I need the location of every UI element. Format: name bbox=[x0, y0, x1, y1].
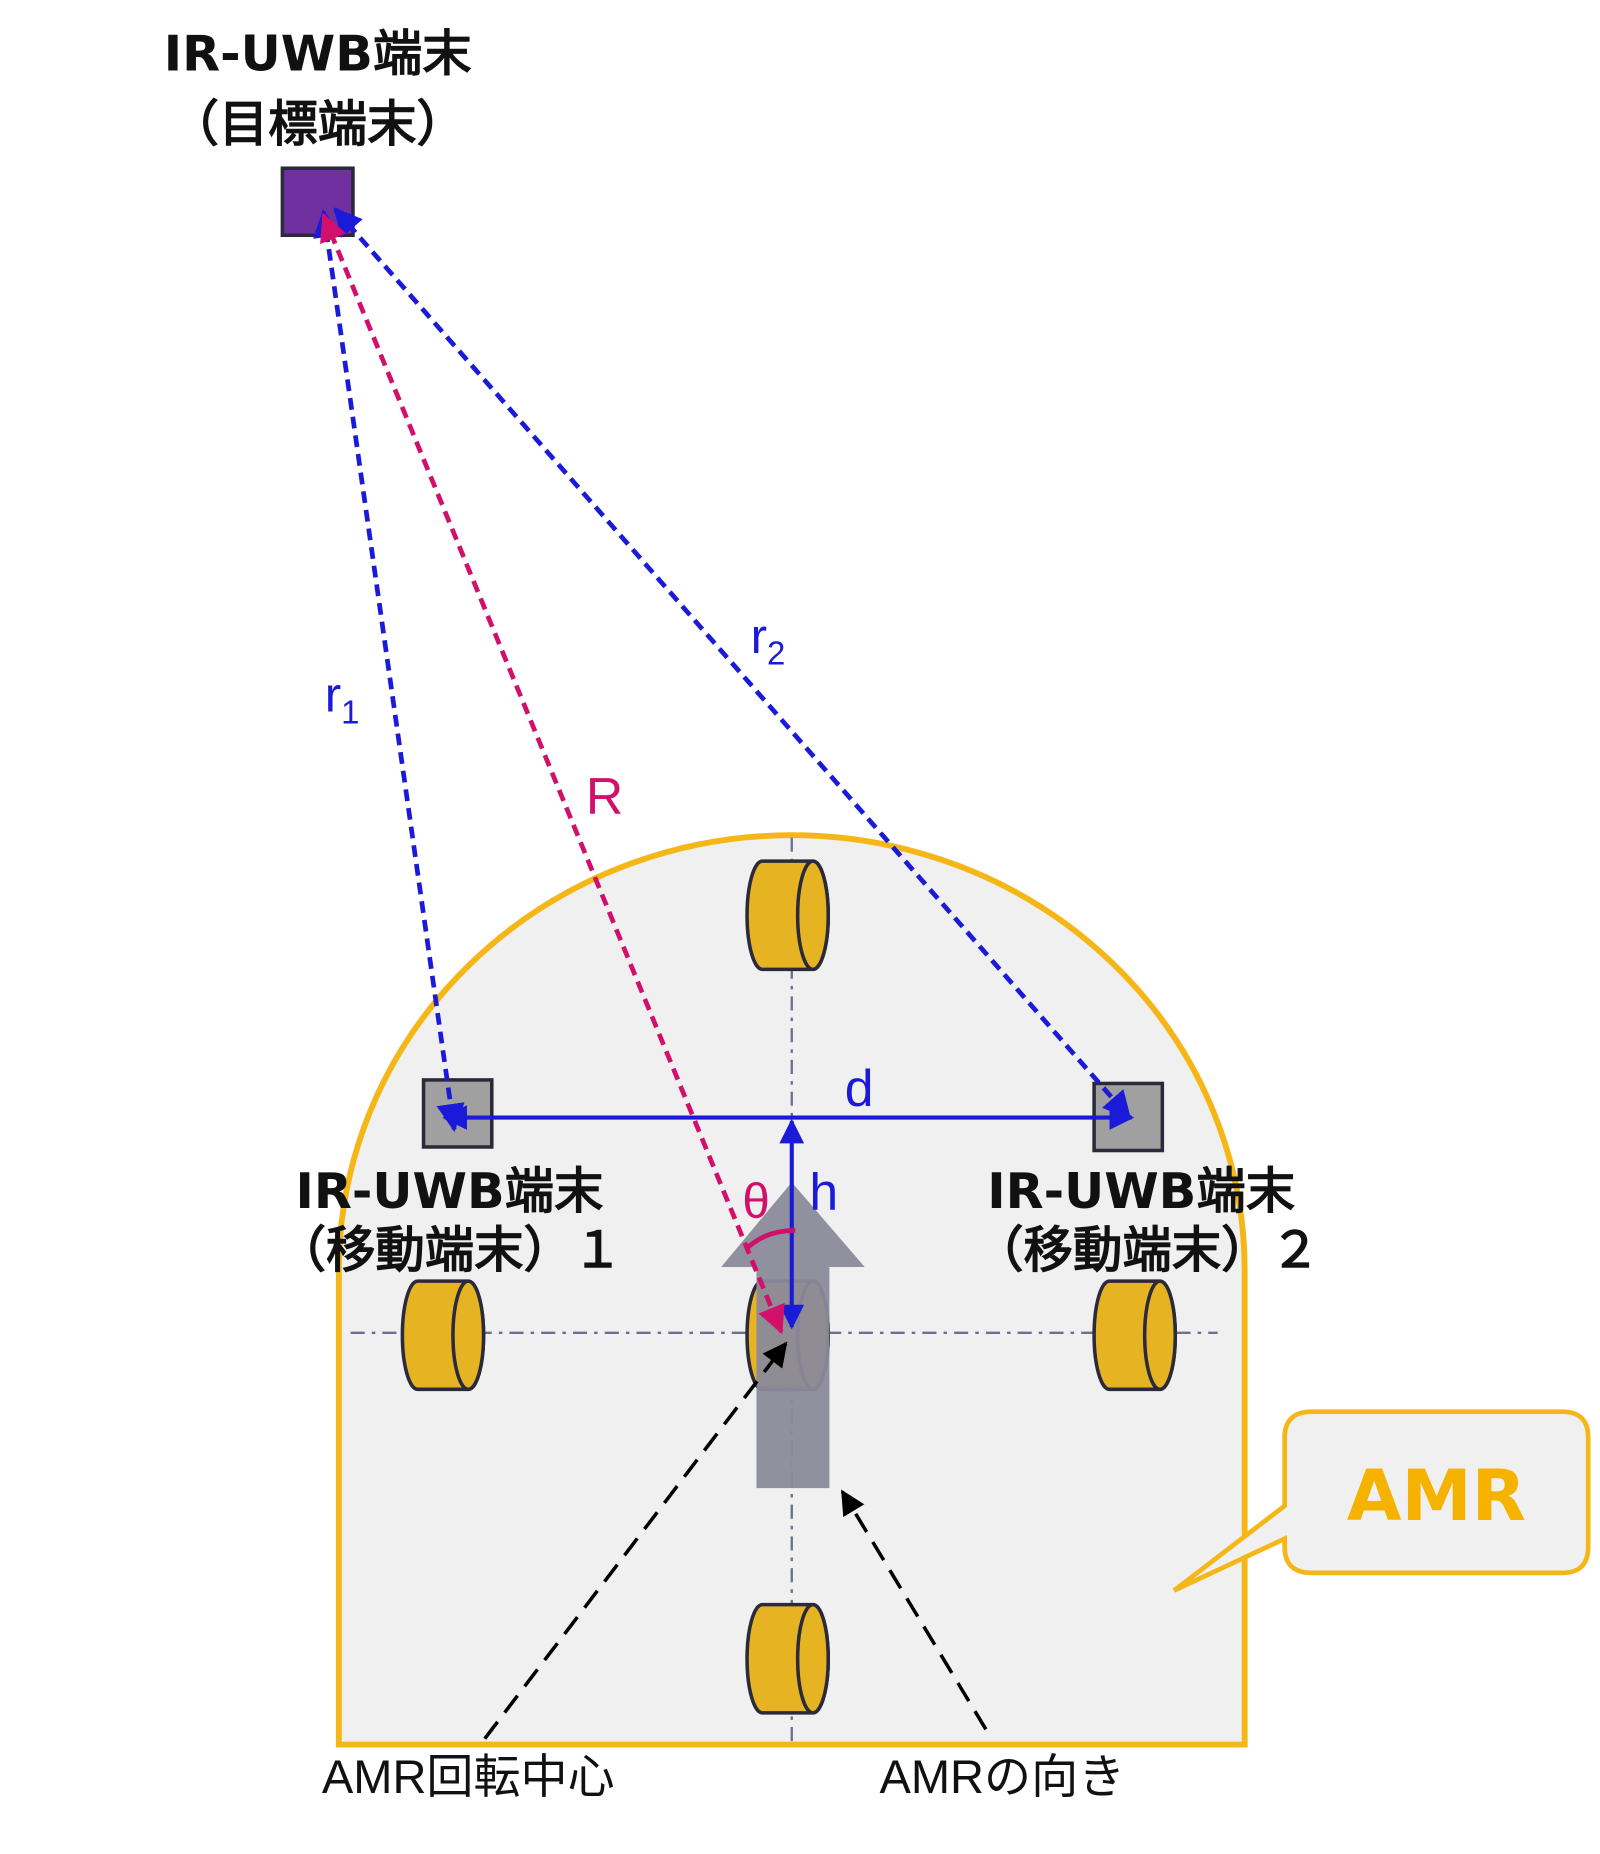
mobile2-title: IR-UWB端末 bbox=[987, 1162, 1296, 1220]
mobile-terminal-1 bbox=[421, 1078, 494, 1149]
R-label: R bbox=[586, 767, 623, 825]
direction-pointer bbox=[840, 1489, 988, 1731]
wheel-right bbox=[1092, 1279, 1178, 1392]
direction-label: AMRの向き bbox=[879, 1750, 1125, 1803]
r1-label: r1 bbox=[325, 668, 360, 731]
wheel-rear bbox=[745, 1602, 830, 1715]
r1-line bbox=[313, 208, 465, 1133]
d-label: d bbox=[845, 1059, 874, 1117]
amr-callout-label: AMR bbox=[1347, 1454, 1526, 1537]
R-line bbox=[320, 212, 785, 1335]
r2-label: r2 bbox=[751, 609, 786, 672]
mobile1-subtitle: （移動端末）１ bbox=[277, 1221, 623, 1279]
rotation-center-pointer bbox=[483, 1341, 788, 1740]
target-terminal bbox=[280, 166, 355, 238]
mobile1-title: IR-UWB端末 bbox=[295, 1162, 604, 1220]
wheel-front bbox=[745, 859, 830, 972]
target-subtitle: （目標端末） bbox=[170, 95, 466, 153]
target-title: IR-UWB端末 bbox=[164, 25, 473, 83]
mobile2-subtitle: （移動端末）２ bbox=[974, 1221, 1320, 1279]
wheel-left bbox=[400, 1279, 486, 1392]
h-label: h bbox=[809, 1162, 838, 1220]
rotation-center-label: AMR回転中心 bbox=[322, 1750, 615, 1803]
theta-label: θ bbox=[742, 1174, 769, 1229]
amr-callout bbox=[1172, 1409, 1591, 1593]
